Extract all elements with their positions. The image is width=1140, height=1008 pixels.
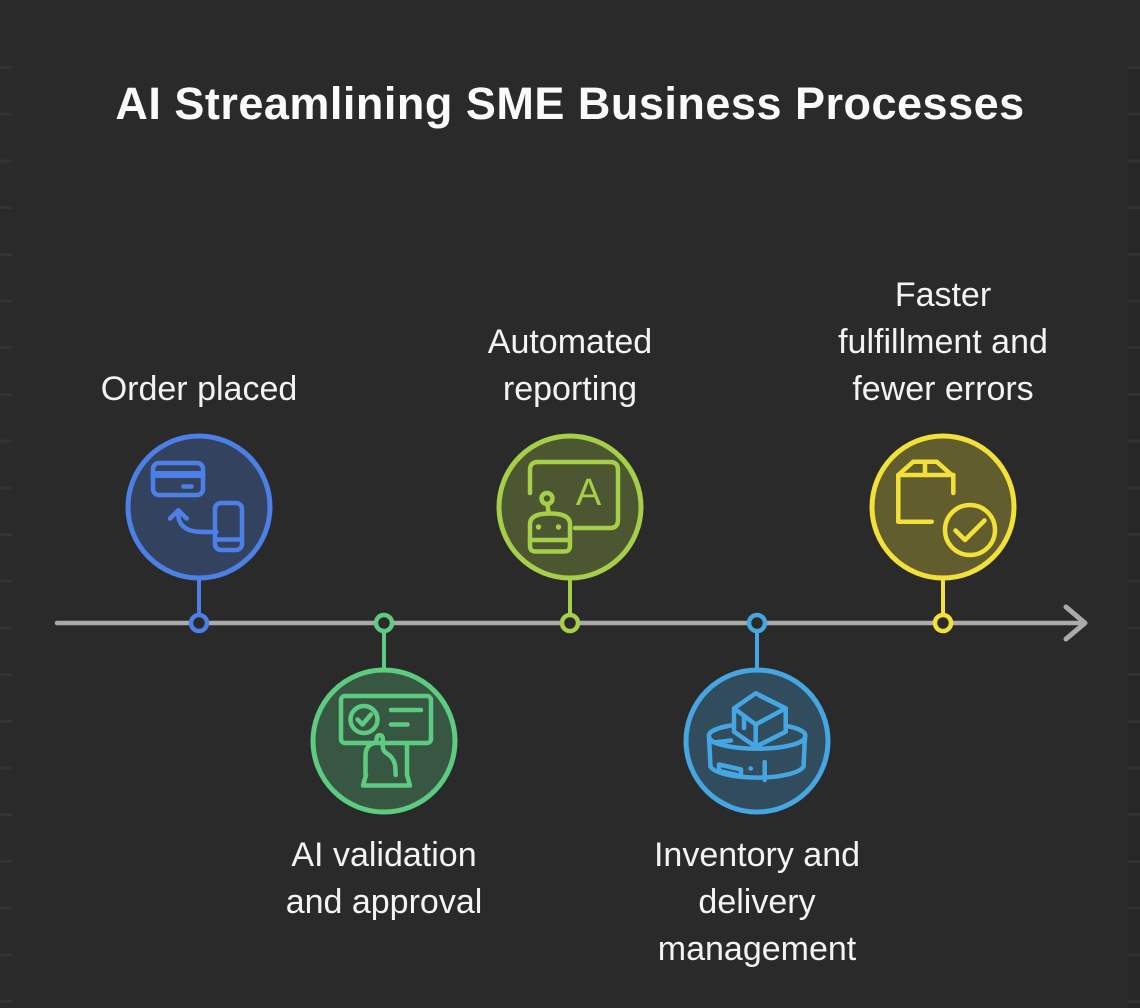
step-inventory-delivery <box>683 612 831 815</box>
step-label-automated-reporting: Automated reporting <box>487 323 653 408</box>
package-check-icon <box>896 459 998 558</box>
robot-report-board-icon: A <box>527 459 621 554</box>
card-phone-sync-icon <box>150 460 245 553</box>
step-faster-fulfillment <box>869 433 1017 634</box>
right-edge-ruler-ticks <box>1128 66 1140 1008</box>
axis-arrowhead-icon <box>1063 604 1088 642</box>
approval-presentation-hand-icon <box>338 693 434 788</box>
package-on-platform-icon <box>706 691 808 783</box>
timeline-node-dot <box>932 612 954 634</box>
step-ai-validation <box>310 612 458 815</box>
page-title: AI Streamlining SME Business Processes <box>115 78 1025 130</box>
timeline-node-dot <box>559 612 581 634</box>
step-label-ai-validation: AI validation and approval <box>285 836 483 921</box>
svg-text:A: A <box>576 472 602 514</box>
step-label-inventory-delivery: Inventory and delivery management <box>653 836 861 968</box>
left-edge-ruler-ticks <box>0 66 12 1008</box>
step-order-placed <box>125 433 273 634</box>
step-bubble <box>125 433 273 581</box>
timeline-node-dot <box>188 612 210 634</box>
step-automated-reporting: A <box>496 433 644 634</box>
step-bubble <box>496 433 644 581</box>
step-bubble <box>869 433 1017 581</box>
timeline-node-dot <box>373 612 395 634</box>
step-label-order-placed: Order placed <box>100 370 298 408</box>
step-label-faster-fulfillment: Faster fulfillment and fewer errors <box>838 276 1048 408</box>
timeline-node-dot <box>746 612 768 634</box>
